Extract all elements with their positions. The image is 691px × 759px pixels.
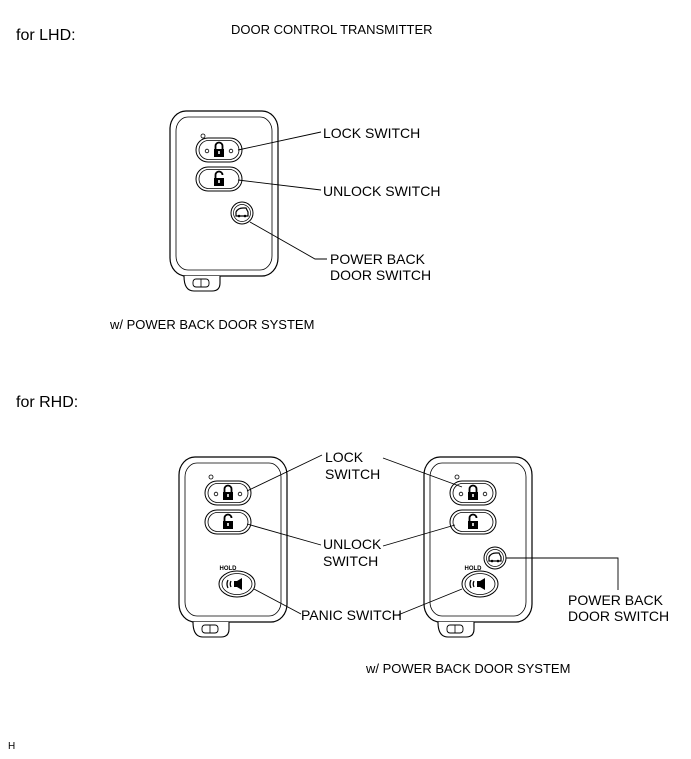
lhd-leader-lines: [237, 131, 327, 260]
rhd-right-indicator-dot: [454, 474, 460, 480]
lhd-indicator-dot: [200, 133, 206, 139]
rhd-leader-lines: [246, 454, 619, 616]
power-back-door-icon: [230, 201, 254, 225]
rhd-left-indicator-dot: [208, 474, 214, 480]
lhd-lock-switch-label: LOCK SWITCH: [323, 125, 421, 141]
rhd-unlock-label-2: SWITCH: [323, 553, 379, 569]
rhd-lock-label-2: SWITCH: [325, 466, 381, 482]
lhd-heading: for LHD:: [16, 27, 76, 44]
diagram-title: DOOR CONTROL TRANSMITTER: [231, 22, 433, 37]
rhd-unlock-label-1: UNLOCK: [323, 536, 382, 552]
power-back-door-icon: [483, 546, 507, 570]
rhd-left-hold-text: HOLD: [220, 566, 238, 572]
rhd-caption: w/ POWER BACK DOOR SYSTEM: [366, 661, 571, 676]
panic-icon: [218, 570, 256, 598]
rhd-power-back-label-1: POWER BACK: [568, 592, 663, 608]
lhd-power-back-label-1: POWER BACK: [330, 251, 425, 267]
lhd-power-back-label-2: DOOR SWITCH: [330, 267, 432, 283]
rhd-panic-label: PANIC SWITCH: [301, 607, 402, 623]
lhd-caption: w/ POWER BACK DOOR SYSTEM: [110, 317, 315, 332]
footer-code: H: [8, 741, 16, 752]
lhd-unlock-switch-label: UNLOCK SWITCH: [323, 183, 441, 199]
rhd-power-back-label-2: DOOR SWITCH: [568, 608, 670, 624]
rhd-right-hold-text: HOLD: [465, 566, 483, 572]
rhd-heading: for RHD:: [16, 394, 79, 411]
rhd-lock-label-1: LOCK: [325, 449, 364, 465]
panic-icon: [461, 570, 499, 598]
